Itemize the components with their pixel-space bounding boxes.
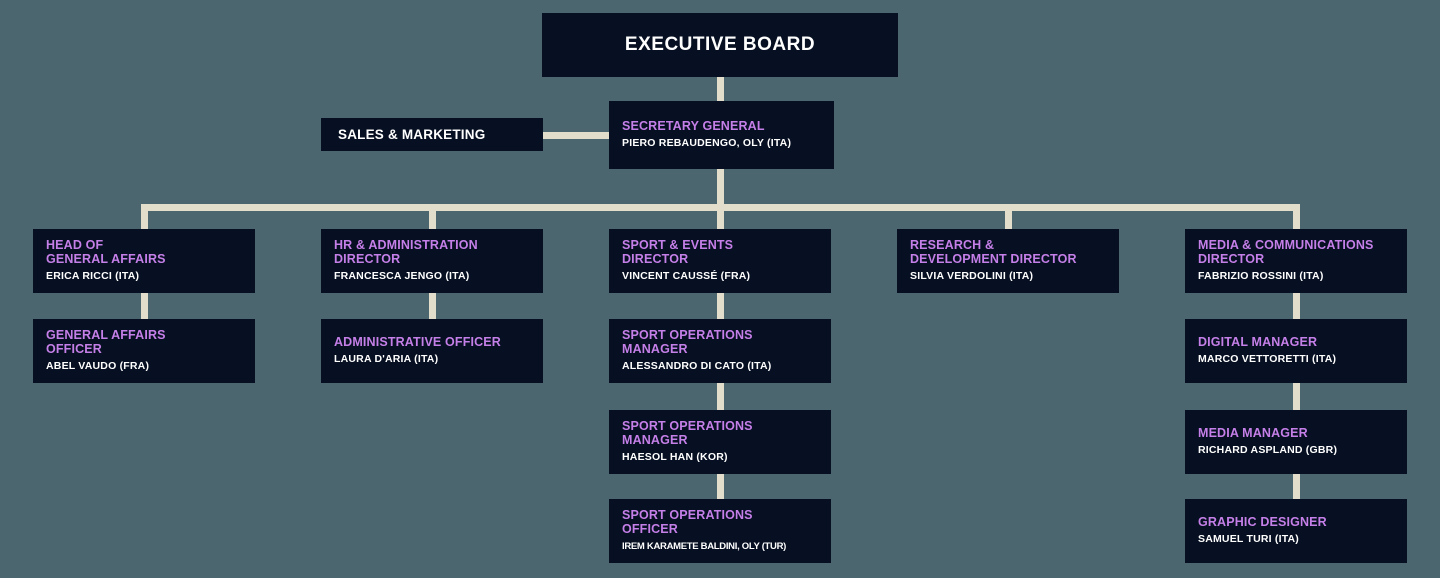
connector-col1-row1-2 <box>141 293 148 319</box>
role-title: SPORT OPERATIONS OFFICER <box>622 508 753 536</box>
org-box-general-affairs-officer: GENERAL AFFAIRS OFFICER ABEL VAUDO (FRA) <box>33 319 255 383</box>
connector-col2-row1-2 <box>429 293 436 319</box>
org-box-secretary-general: SECRETARY GENERAL PIERO REBAUDENGO, OLY … <box>609 101 834 169</box>
connector-exec-to-secretary <box>717 77 724 101</box>
connector-col3-row2-3 <box>717 383 724 410</box>
person-name: SAMUEL TURI (ITA) <box>1198 533 1300 546</box>
role-title: MEDIA & COMMUNICATIONS DIRECTOR <box>1198 238 1374 266</box>
connector-col3-row3-4 <box>717 474 724 499</box>
person-name: LAURA D'ARIA (ITA) <box>334 353 439 366</box>
person-name: IREM KARAMETE BALDINI, OLY (TUR) <box>622 541 787 552</box>
org-box-research-development-director: RESEARCH & DEVELOPMENT DIRECTOR SILVIA V… <box>897 229 1119 293</box>
role-title: SECRETARY GENERAL <box>622 118 765 133</box>
connector-col5-row3-4 <box>1293 474 1300 499</box>
connector-drop-col2 <box>429 211 436 229</box>
person-name: MARCO VETTORETTI (ITA) <box>1198 353 1337 366</box>
org-box-graphic-designer: GRAPHIC DESIGNER SAMUEL TURI (ITA) <box>1185 499 1407 563</box>
org-box-head-of-general-affairs: HEAD OF GENERAL AFFAIRS ERICA RICCI (ITA… <box>33 229 255 293</box>
role-title: DIGITAL MANAGER <box>1198 334 1318 349</box>
connector-sales-to-secretary <box>543 132 609 139</box>
person-name: RICHARD ASPLAND (GBR) <box>1198 444 1338 457</box>
role-title: HEAD OF GENERAL AFFAIRS <box>46 238 166 266</box>
org-box-digital-manager: DIGITAL MANAGER MARCO VETTORETTI (ITA) <box>1185 319 1407 383</box>
org-box-hr-administration-director: HR & ADMINISTRATION DIRECTOR FRANCESCA J… <box>321 229 543 293</box>
person-name: VINCENT CAUSSÉ (FRA) <box>622 270 751 282</box>
org-box-sales-marketing: SALES & MARKETING <box>321 118 543 151</box>
connector-trunk <box>141 204 1300 211</box>
person-name: ALESSANDRO DI CATO (ITA) <box>622 360 772 372</box>
connector-secretary-to-trunk <box>717 169 724 204</box>
role-title: SPORT OPERATIONS MANAGER <box>622 328 753 356</box>
executive-board-label: EXECUTIVE BOARD <box>624 34 816 55</box>
org-box-media-communications-director: MEDIA & COMMUNICATIONS DIRECTOR FABRIZIO… <box>1185 229 1407 293</box>
connector-drop-col1 <box>141 211 148 229</box>
person-name: ABEL VAUDO (FRA) <box>46 360 150 372</box>
sales-marketing-label: SALES & MARKETING <box>338 127 486 142</box>
person-name: SILVIA VERDOLINI (ITA) <box>910 270 1034 282</box>
role-title: HR & ADMINISTRATION DIRECTOR <box>334 238 478 266</box>
person-name: HAESOL HAN (KOR) <box>622 451 728 463</box>
org-box-media-manager: MEDIA MANAGER RICHARD ASPLAND (GBR) <box>1185 410 1407 474</box>
org-box-sport-operations-manager-1: SPORT OPERATIONS MANAGER ALESSANDRO DI C… <box>609 319 831 383</box>
connector-drop-col5 <box>1293 211 1300 229</box>
org-box-sport-events-director: SPORT & EVENTS DIRECTOR VINCENT CAUSSÉ (… <box>609 229 831 293</box>
connector-col5-row1-2 <box>1293 293 1300 319</box>
person-name: FABRIZIO ROSSINI (ITA) <box>1198 270 1324 282</box>
role-title: ADMINISTRATIVE OFFICER <box>334 334 501 349</box>
role-title: GRAPHIC DESIGNER <box>1198 514 1327 529</box>
connector-drop-col4 <box>1005 211 1012 229</box>
org-box-sport-operations-officer: SPORT OPERATIONS OFFICER IREM KARAMETE B… <box>609 499 831 563</box>
connector-col3-row1-2 <box>717 293 724 319</box>
org-box-sport-operations-manager-2: SPORT OPERATIONS MANAGER HAESOL HAN (KOR… <box>609 410 831 474</box>
role-title: RESEARCH & DEVELOPMENT DIRECTOR <box>910 238 1077 266</box>
connector-drop-col3 <box>717 211 724 229</box>
connector-col5-row2-3 <box>1293 383 1300 410</box>
person-name: ERICA RICCI (ITA) <box>46 270 140 282</box>
org-box-executive-board: EXECUTIVE BOARD <box>542 13 898 77</box>
role-title: MEDIA MANAGER <box>1198 425 1308 440</box>
person-name: FRANCESCA JENGO (ITA) <box>334 270 470 282</box>
role-title: SPORT & EVENTS DIRECTOR <box>622 238 734 266</box>
role-title: GENERAL AFFAIRS OFFICER <box>46 328 166 356</box>
person-name: PIERO REBAUDENGO, OLY (ITA) <box>622 137 792 150</box>
role-title: SPORT OPERATIONS MANAGER <box>622 419 753 447</box>
org-box-administrative-officer: ADMINISTRATIVE OFFICER LAURA D'ARIA (ITA… <box>321 319 543 383</box>
